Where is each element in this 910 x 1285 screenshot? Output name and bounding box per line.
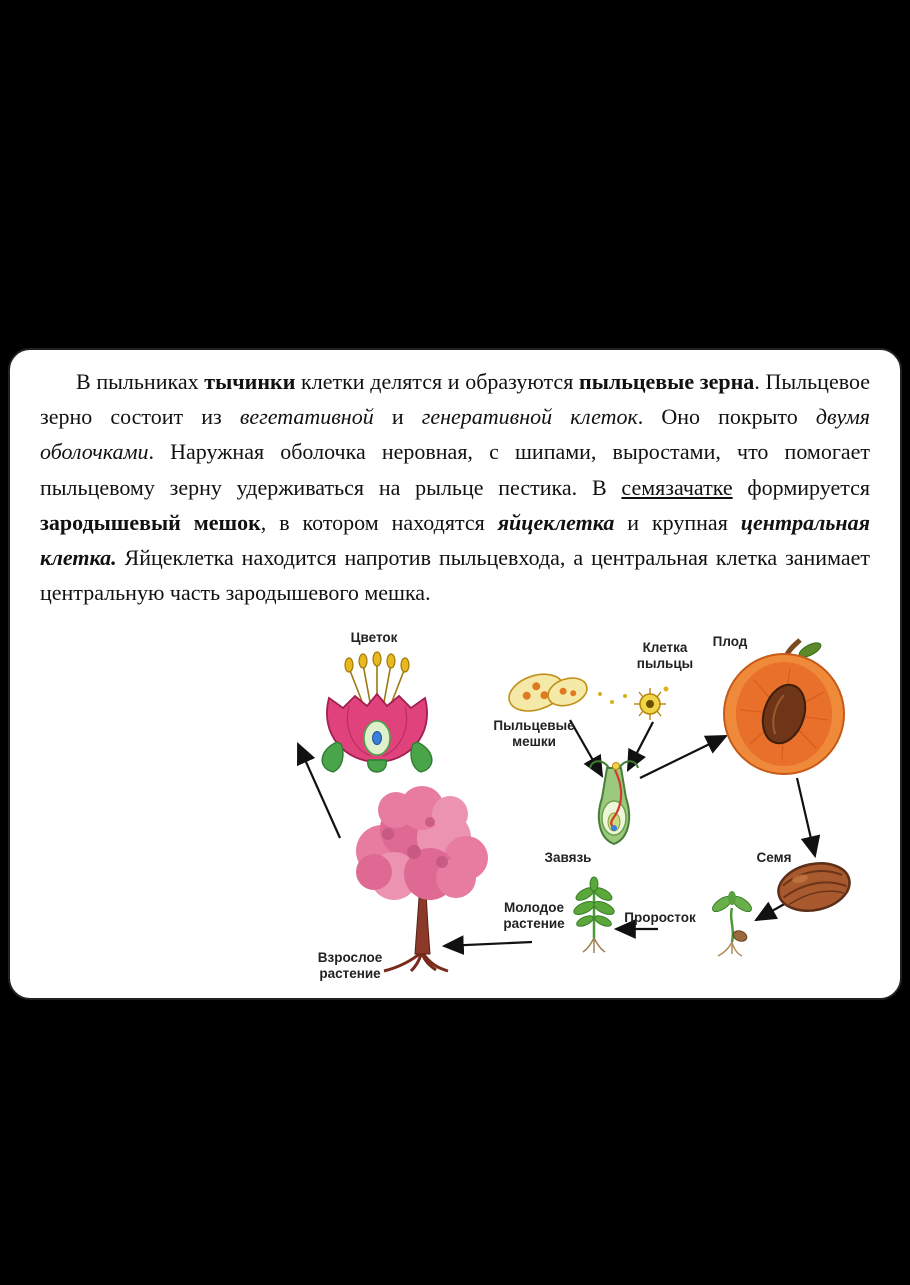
label-adult-plant: Взрослое растение — [317, 950, 383, 982]
paragraph-segment: В пыльниках — [76, 369, 205, 394]
paragraph-segment: , в котором находятся — [260, 509, 498, 535]
diagram-art — [296, 638, 851, 973]
life-cycle-diagram: Цветок Клетка пыльцы Плод Пыльцевые мешк… — [40, 626, 874, 986]
adult-plant-illustration — [356, 786, 488, 973]
paragraph-segment: . Пыльцевое зерно состоит из — [40, 369, 870, 430]
seed-illustration — [777, 862, 851, 912]
paragraph-segment: семязачатке — [621, 474, 733, 500]
paragraph-segment: генеративной клеток — [421, 404, 638, 430]
body-paragraph: В пыльниках тычинки клетки делятся и обр… — [10, 350, 900, 610]
label-pollen-cell: Клетка пыльцы — [636, 640, 694, 672]
label-pollen-sacs: Пыльцевые мешки — [493, 718, 575, 750]
paragraph-segment: центральная клетка. — [40, 509, 870, 570]
label-ovary: Завязь — [544, 850, 592, 865]
paragraph-segment: тычинки — [204, 369, 296, 394]
pollen-dust — [598, 692, 627, 704]
young-plant-illustration — [573, 876, 615, 953]
slide-card: В пыльниках тычинки клетки делятся и обр… — [8, 348, 902, 1000]
label-young-plant: Молодое растение — [503, 900, 565, 932]
flower-illustration — [321, 651, 433, 773]
paragraph-segment: формируется — [732, 474, 870, 500]
paragraph-segment: двумя оболочками — [40, 404, 871, 465]
pollen-cell-illustration — [634, 686, 669, 720]
paragraph-segment: зародышевый мешок — [40, 509, 261, 535]
seedling-illustration — [712, 891, 752, 957]
paragraph-segment: и — [373, 404, 422, 430]
paragraph-segment: яйцеклетка — [497, 509, 615, 535]
label-flower: Цветок — [350, 630, 398, 645]
paragraph-segment: . Наружная оболочка неровная, с шипами, … — [40, 439, 870, 500]
paragraph-segment: пыльцевые зерна — [579, 369, 755, 394]
paragraph-segment: вегетативной — [239, 404, 374, 430]
label-seed: Семя — [756, 850, 792, 865]
label-fruit: Плод — [712, 634, 748, 649]
ovary-illustration — [589, 760, 639, 846]
paragraph-segment: Яйцеклетка находится напротив пыльцевход… — [40, 544, 870, 606]
cycle-arrows — [296, 719, 821, 955]
paragraph-segment: . Оно покрыто — [637, 404, 816, 430]
fruit-illustration — [723, 638, 845, 775]
paragraph-segment: и крупная — [614, 509, 741, 535]
label-seedling: Проросток — [624, 910, 696, 925]
paragraph-segment: клетки делятся и образуются — [295, 369, 580, 394]
pollen-sacs-illustration — [508, 673, 588, 712]
